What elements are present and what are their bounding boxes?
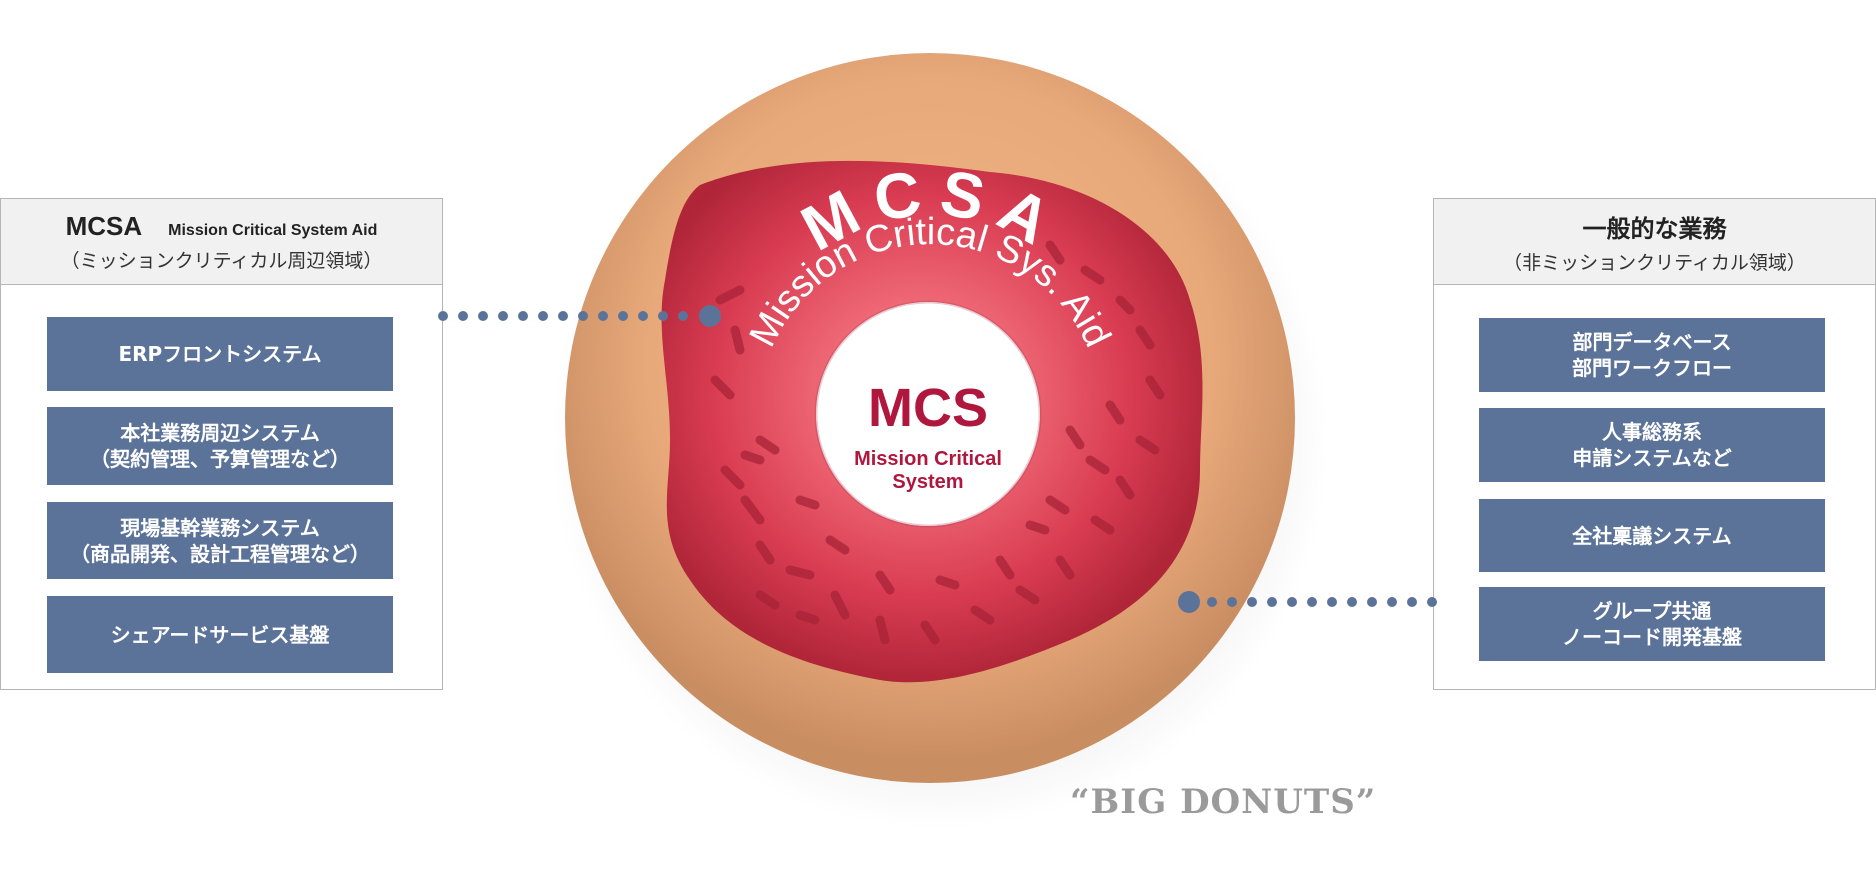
connector-dot xyxy=(498,311,508,321)
sprinkle xyxy=(790,570,810,575)
connector-dot xyxy=(438,311,448,321)
sprinkle xyxy=(800,615,815,620)
connector-dot xyxy=(578,311,588,321)
sprinkle xyxy=(1030,525,1045,530)
connector-dot xyxy=(1227,597,1237,607)
connector-dot xyxy=(478,311,488,321)
connector-dot xyxy=(558,311,568,321)
connector-dot xyxy=(518,311,528,321)
connector-dot xyxy=(598,311,608,321)
connector-dot xyxy=(1247,597,1257,607)
sprinkle xyxy=(735,330,740,350)
center-title: MCS xyxy=(868,378,988,438)
connector-dot xyxy=(1367,597,1377,607)
connector-dot xyxy=(678,311,688,321)
sprinkle xyxy=(800,500,815,505)
connector-dot xyxy=(618,311,628,321)
sprinkle xyxy=(940,580,955,585)
sprinkle xyxy=(880,620,885,640)
connector-dot xyxy=(1427,597,1437,607)
connector-dot xyxy=(1347,597,1357,607)
connector-dot xyxy=(458,311,468,321)
connector-dot xyxy=(1327,597,1337,607)
connector-dot xyxy=(1407,597,1417,607)
center-line-1: Mission Critical xyxy=(854,448,1002,470)
connector-dot xyxy=(1387,597,1397,607)
sprinkle xyxy=(745,455,760,460)
connector-dot xyxy=(1287,597,1297,607)
connector-dot xyxy=(638,311,648,321)
connector-dot xyxy=(658,311,668,321)
big-donuts-caption: “BIG DONUTS” xyxy=(1070,782,1376,822)
connector-dot xyxy=(1267,597,1277,607)
connector-dot xyxy=(1307,597,1317,607)
center-line-2: System xyxy=(892,471,963,493)
connector-dot xyxy=(1207,597,1217,607)
connector-dot xyxy=(538,311,548,321)
